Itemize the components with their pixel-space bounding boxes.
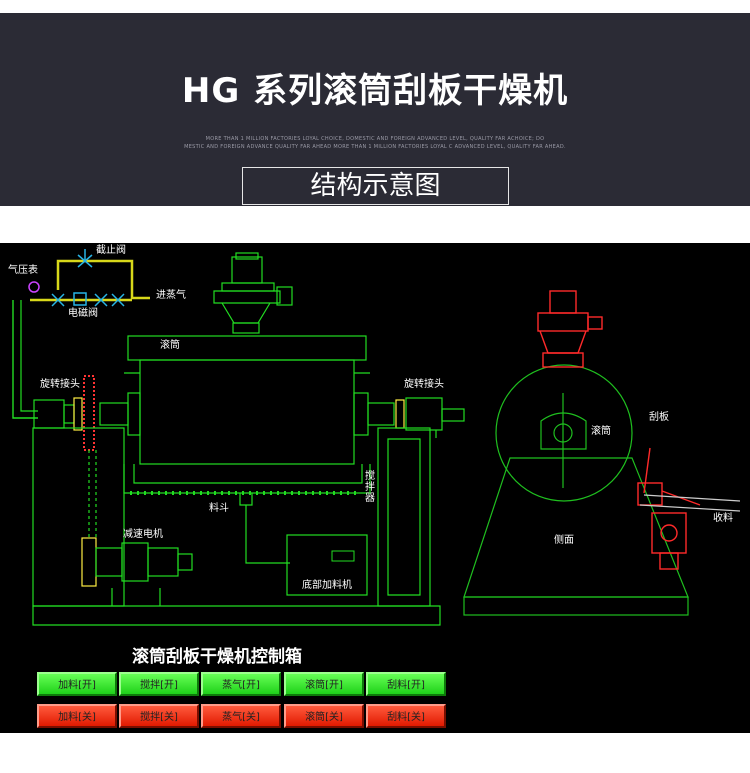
page-title: HG 系列滚筒刮板干燥机: [181, 71, 569, 111]
feed-on-button[interactable]: 加料[开]: [37, 672, 117, 696]
right-rotary-joint: [353, 392, 465, 438]
steam-pipe: [30, 259, 150, 302]
label-drum: 滚筒: [160, 340, 180, 351]
drum-body: [123, 335, 371, 495]
label-side-drum: 滚筒: [591, 426, 611, 437]
scraper-mechanism: [637, 447, 701, 570]
label-solenoid-valve: 电磁阀: [68, 308, 98, 319]
stir-off-button[interactable]: 搅拌[关]: [119, 704, 199, 728]
section-subtitle: 结构示意图: [242, 167, 509, 205]
small-caption-line-2: MESTIC AND FOREIGN ADVANCE QUALITY FAR A…: [184, 144, 566, 150]
header-banner: HG 系列滚筒刮板干燥机 MORE THAN 1 MILLION FACTORI…: [0, 13, 750, 206]
top-motor-icon: [213, 252, 293, 334]
steam-off-button[interactable]: 蒸气[关]: [201, 704, 281, 728]
label-rotary-joint-right: 旋转接头: [404, 379, 444, 390]
side-view: [463, 364, 689, 616]
machine-frame: [32, 427, 441, 626]
stir-on-button[interactable]: 搅拌[开]: [119, 672, 199, 696]
pressure-gauge-icon: [28, 281, 40, 293]
label-discharge: 收料: [713, 513, 733, 524]
shutoff-valve-icon: [77, 249, 93, 268]
scrape-on-button[interactable]: 刮料[开]: [366, 672, 446, 696]
side-motor-icon: [537, 290, 603, 368]
label-side-view: 侧面: [554, 535, 574, 546]
steam-on-button[interactable]: 蒸气[开]: [201, 672, 281, 696]
drum-off-button[interactable]: 滚筒[关]: [284, 704, 364, 728]
left-rotary-joint: [33, 392, 141, 436]
small-caption-line-1: MORE THAN 1 MILLION FACTORIES LOYAL CHOI…: [205, 136, 545, 142]
label-reducer-motor: 减速电机: [123, 529, 163, 540]
label-shutoff-valve: 截止阀: [96, 245, 126, 256]
diagram-drawing: [12, 249, 741, 626]
left-gear: [83, 375, 95, 451]
label-pressure-gauge: 气压表: [8, 265, 38, 276]
label-hopper: 料斗: [209, 503, 229, 514]
scrape-off-button[interactable]: 刮料[关]: [366, 704, 446, 728]
feed-off-button[interactable]: 加料[关]: [37, 704, 117, 728]
drum-on-button[interactable]: 滚筒[开]: [284, 672, 364, 696]
reducer-motor-icon: [81, 537, 193, 606]
solenoid-valve-icon: [51, 292, 125, 307]
label-stirrer: 搅拌器: [365, 471, 375, 504]
label-steam-inlet: 进蒸气: [156, 290, 186, 301]
steam-line: [12, 300, 38, 419]
control-panel-title: 滚筒刮板干燥机控制箱: [132, 647, 302, 667]
label-scraper: 刮板: [649, 412, 669, 423]
bottom-feeder-box: [286, 534, 368, 596]
discharge-chute: [639, 494, 741, 512]
label-rotary-joint-left: 旋转接头: [40, 379, 80, 390]
label-bottom-feeder: 底部加料机: [302, 580, 352, 591]
structure-diagram: 截止阀 气压表 进蒸气 电磁阀 滚筒 旋转接头 旋转接头 搅拌器 料斗 减速电机…: [0, 243, 750, 733]
